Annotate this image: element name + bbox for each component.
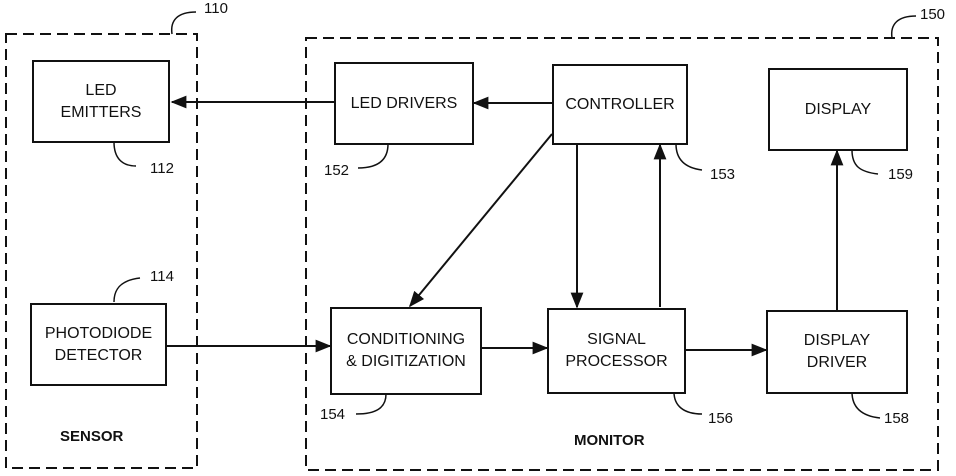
signal-processor-ref-number: 156	[708, 410, 733, 427]
controller-label: CONTROLLER	[565, 94, 674, 116]
led-drivers-label: LED DRIVERS	[351, 93, 458, 115]
signal-processor-label: SIGNAL PROCESSOR	[565, 329, 667, 373]
monitor-ref-leader	[892, 16, 916, 38]
display-block: DISPLAY	[768, 68, 908, 151]
led-emitters-block: LED EMITTERS	[32, 60, 170, 143]
sensor-section-label: SENSOR	[60, 428, 123, 445]
signal-processor-block: SIGNAL PROCESSOR	[547, 308, 686, 394]
controller-block: CONTROLLER	[552, 64, 688, 145]
controller-ref-number: 153	[710, 166, 735, 183]
display-driver-ref-number: 158	[884, 410, 909, 427]
display-label: DISPLAY	[805, 99, 871, 121]
photodiode-detector-ref-number: 114	[150, 268, 174, 285]
arrow-controller-to-conditioning	[410, 134, 552, 306]
display-driver-label: DISPLAY DRIVER	[804, 330, 870, 374]
display-ref-number: 159	[888, 166, 913, 183]
display-driver-ref-leader	[852, 392, 880, 418]
sensor-ref-leader	[172, 12, 196, 34]
display-driver-block: DISPLAY DRIVER	[766, 310, 908, 394]
display-ref-leader	[852, 150, 878, 174]
photodiode-detector-label: PHOTODIODE DETECTOR	[45, 323, 152, 367]
led-emitters-ref-leader	[114, 142, 136, 166]
photodiode-ref-leader	[114, 278, 140, 302]
monitor-section-label: MONITOR	[574, 432, 645, 449]
conditioning-ref-leader	[356, 394, 386, 414]
signal-processor-ref-leader	[674, 392, 702, 414]
sensor-ref-number: 110	[204, 0, 228, 17]
led-drivers-ref-number: 152	[324, 162, 349, 179]
led-drivers-block: LED DRIVERS	[334, 62, 474, 145]
photodiode-detector-block: PHOTODIODE DETECTOR	[30, 303, 167, 386]
conditioning-ref-number: 154	[320, 406, 345, 423]
led-drivers-ref-leader	[358, 144, 388, 168]
led-emitters-label: LED EMITTERS	[61, 80, 142, 124]
conditioning-digitization-block: CONDITIONING & DIGITIZATION	[330, 307, 482, 395]
controller-ref-leader	[676, 144, 702, 170]
monitor-ref-number: 150	[920, 6, 945, 23]
conditioning-digitization-label: CONDITIONING & DIGITIZATION	[346, 329, 466, 373]
led-emitters-ref-number: 112	[150, 160, 174, 177]
